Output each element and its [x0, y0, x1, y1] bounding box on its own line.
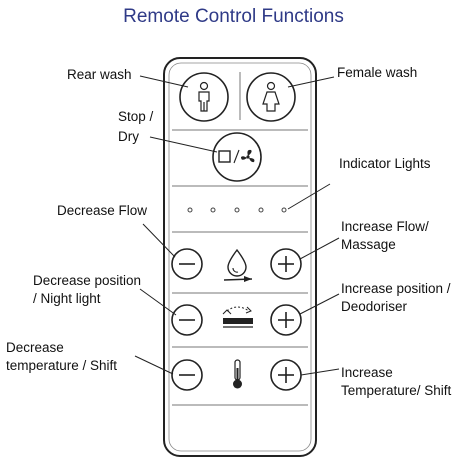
increase-flow-button[interactable]: [270, 248, 302, 280]
plus-icon: [278, 312, 294, 328]
label-increase-position-line2: Deodoriser: [341, 299, 408, 314]
decrease-temperature-button[interactable]: [171, 359, 203, 391]
label-increase-position: Increase position / Deodoriser: [341, 280, 451, 316]
water-drop-icon: [223, 248, 253, 282]
remote-body: [163, 57, 317, 457]
position-icon: [222, 306, 253, 328]
label-decrease-temperature-line1: Decrease: [6, 340, 64, 355]
label-female-wash: Female wash: [337, 65, 418, 80]
label-stop-dry-line1: Stop /: [118, 109, 154, 124]
female-wash-icon: [262, 81, 280, 112]
increase-temperature-button[interactable]: [270, 359, 302, 391]
label-decrease-position: Decrease position / Night light: [33, 272, 141, 308]
decrease-position-button[interactable]: [171, 304, 203, 336]
label-decrease-temperature: Decrease temperature / Shift: [6, 339, 117, 375]
indicator-light: [210, 207, 216, 213]
diagram-title: Remote Control Functions: [123, 6, 344, 27]
label-decrease-temperature-line2: temperature / Shift: [6, 358, 118, 373]
stop-icon: [218, 150, 231, 163]
label-decrease-position-line2: / Night light: [33, 291, 101, 306]
label-increase-temperature: Increase Temperature/ Shift: [341, 364, 451, 400]
label-increase-position-line1: Increase position /: [341, 281, 451, 296]
leader-lines: [134, 75, 340, 376]
indicator-light: [281, 207, 287, 213]
plus-icon: [278, 367, 294, 383]
label-stop-dry-line2: Dry: [118, 129, 139, 144]
label-decrease-position-line1: Decrease position: [33, 273, 142, 288]
dry-fan-icon: [241, 149, 255, 163]
increase-position-button[interactable]: [270, 304, 302, 336]
label-indicator-lights: Indicator Lights: [339, 156, 431, 171]
label-rear-wash: Rear wash: [67, 67, 132, 82]
thermometer-icon: [233, 359, 242, 389]
label-increase-flow-line2: Massage: [341, 237, 396, 252]
rear-wash-icon: [198, 81, 210, 112]
label-increase-flow: Increase Flow/ Massage: [341, 218, 429, 254]
remote-inner-panel: [168, 62, 312, 452]
label-decrease-flow: Decrease Flow: [57, 203, 148, 218]
label-increase-temperature-line2: Temperature/ Shift: [341, 383, 452, 398]
plus-icon: [278, 256, 294, 272]
label-increase-flow-line1: Increase Flow/: [341, 219, 429, 234]
indicator-light: [258, 207, 264, 213]
rear-wash-button[interactable]: [179, 72, 229, 122]
female-wash-button[interactable]: [246, 72, 296, 122]
indicator-light: [234, 207, 240, 213]
indicator-light: [187, 207, 193, 213]
label-stop-dry: Stop / Dry: [118, 108, 153, 146]
decrease-flow-button[interactable]: [171, 248, 203, 280]
indicator-lights: [187, 207, 287, 213]
stop-dry-button[interactable]: [212, 132, 262, 182]
section-dividers: [172, 72, 308, 406]
label-increase-temperature-line1: Increase: [341, 365, 393, 380]
